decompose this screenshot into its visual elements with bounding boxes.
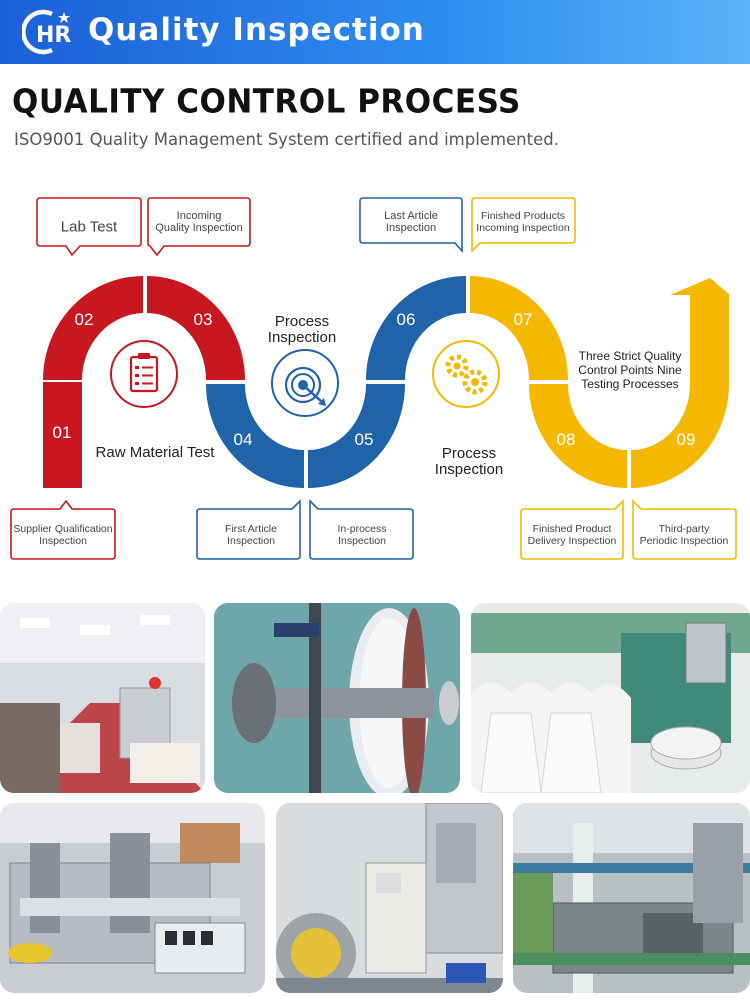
spool-machine-photo — [214, 603, 460, 793]
target-icon — [271, 349, 339, 417]
material-bags-photo — [471, 603, 750, 793]
step-number-08: 08 — [557, 430, 576, 449]
header-banner: HR Quality Inspection — [0, 0, 750, 64]
process-end-arrow — [690, 278, 729, 296]
process-segment-07 — [470, 276, 568, 380]
process-segment-05 — [308, 384, 405, 488]
process-segment-01 — [43, 382, 82, 488]
workshop-photo — [0, 603, 205, 793]
page-title: QUALITY CONTROL PROCESS — [12, 83, 521, 121]
header-title: Quality Inspection — [88, 12, 425, 48]
step-number-04: 04 — [234, 430, 253, 449]
process-segment-03 — [147, 276, 245, 380]
process-segment-08 — [529, 384, 627, 488]
process-diagram: 01 02 03 04 05 06 07 08 09 Raw Material … — [10, 197, 737, 560]
gears-icon — [432, 340, 500, 408]
step-number-03: 03 — [194, 310, 213, 329]
raw-material-label: Raw Material Test — [96, 444, 216, 461]
step-number-06: 06 — [397, 310, 416, 329]
callout-lab-test: Lab Test — [36, 197, 142, 257]
coil-feeder-photo — [276, 803, 503, 993]
step-number-09: 09 — [677, 430, 696, 449]
extrusion-line-photo — [513, 803, 750, 993]
process-segment-04 — [206, 384, 304, 488]
assembly-line-photo — [0, 803, 265, 993]
page-subtitle: ISO9001 Quality Management System certif… — [14, 130, 559, 149]
clipboard-icon — [110, 340, 178, 408]
process-segment-09 — [631, 278, 730, 488]
step-number-01: 01 — [53, 423, 72, 442]
step-number-05: 05 — [355, 430, 374, 449]
company-logo-icon: HR — [22, 9, 71, 55]
process-segment-06 — [366, 276, 466, 380]
step-number-07: 07 — [514, 310, 533, 329]
process-segment-02 — [43, 276, 143, 380]
logo-text: HR — [36, 23, 71, 48]
step-number-02: 02 — [75, 310, 94, 329]
svg-text:Lab Test: Lab Test — [61, 219, 118, 236]
